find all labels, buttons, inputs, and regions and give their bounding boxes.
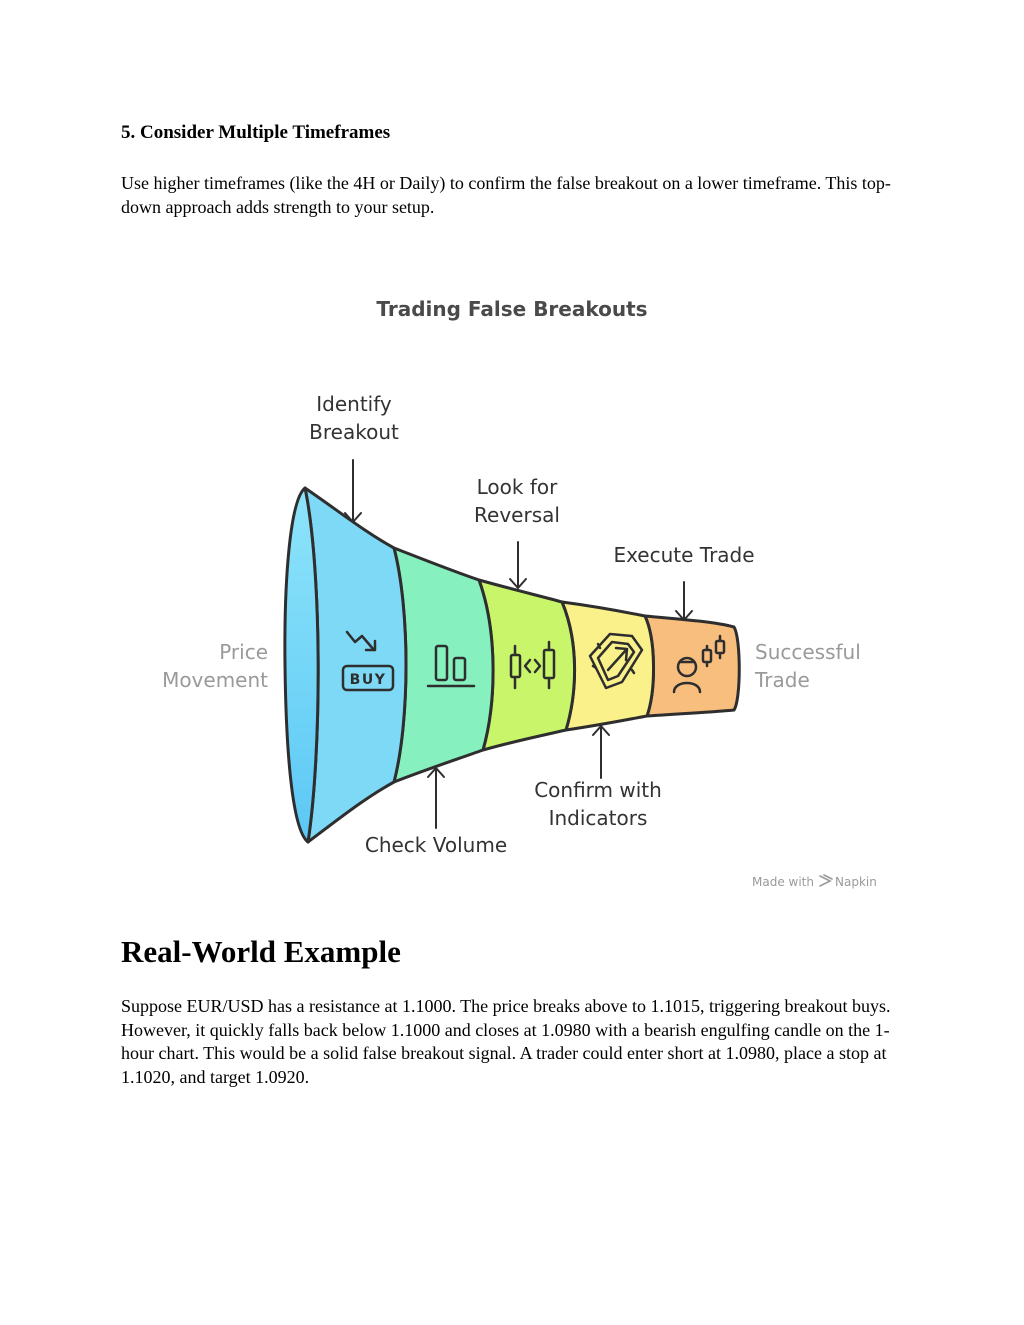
output-label-line-1: Successful: [755, 640, 861, 664]
funnel-diagram: Trading False Breakouts BUY: [0, 270, 1024, 910]
indicator-arrow-icon: [588, 632, 644, 690]
stage-label-reversal-1: Look for: [477, 475, 558, 499]
trader-candles-icon: [672, 634, 726, 694]
diagram-title: Trading False Breakouts: [376, 297, 647, 321]
section-heading: 5. Consider Multiple Timeframes: [121, 122, 391, 143]
stage-label-confirm-1: Confirm with: [534, 778, 662, 802]
example-paragraph: Suppose EUR/USD has a resistance at 1.10…: [121, 996, 891, 1087]
stage-label-execute-trade: Execute Trade: [613, 543, 754, 567]
stage-label-reversal-2: Reversal: [474, 503, 560, 527]
arrow-confirm-indicators: [592, 725, 610, 779]
input-label-line-2: Movement: [162, 668, 268, 692]
watermark-brand: Napkin: [835, 875, 877, 889]
output-label-line-2: Trade: [754, 668, 810, 692]
stage-label-check-volume: Check Volume: [365, 833, 507, 857]
buy-sign-text: BUY: [350, 672, 387, 688]
napkin-logo-icon: [819, 874, 833, 887]
stage-band-5: [643, 614, 741, 718]
stage-band-2: [392, 546, 495, 784]
example-heading: Real-World Example: [121, 934, 401, 969]
section-paragraph: Use higher timeframes (like the 4H or Da…: [121, 173, 891, 217]
arrow-execute-trade: [675, 581, 693, 621]
funnel-mouth: [283, 486, 320, 844]
arrow-check-volume: [427, 767, 445, 829]
watermark-text: Made with: [752, 875, 814, 889]
input-label-line-1: Price: [219, 640, 268, 664]
stage-label-identify-2: Breakout: [309, 420, 399, 444]
funnel-diagram-svg: Trading False Breakouts BUY: [162, 297, 877, 889]
arrow-identify-breakout: [344, 459, 362, 523]
buy-sign-icon: [341, 630, 395, 692]
arrow-look-reversal: [509, 541, 527, 589]
stage-label-identify-1: Identify: [316, 392, 392, 416]
stage-label-confirm-2: Indicators: [549, 806, 648, 830]
reversal-candles-icon: [509, 640, 556, 690]
volume-bars-icon: [426, 644, 476, 688]
